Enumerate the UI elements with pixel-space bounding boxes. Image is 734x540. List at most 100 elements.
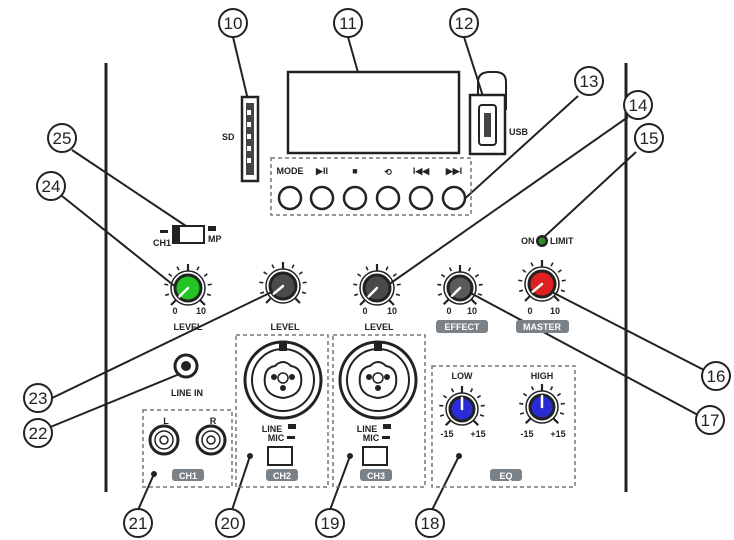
svg-text:25: 25 (53, 129, 72, 148)
knob-tick (388, 299, 395, 306)
ch3-mic-label: MIC (363, 433, 380, 443)
previous-button[interactable] (408, 185, 434, 211)
callout-12: 12 (449, 8, 479, 38)
ch3-line-mic-switch[interactable] (362, 446, 388, 466)
knob-tick (168, 273, 173, 277)
knob-tick (439, 414, 445, 417)
repeat-button[interactable] (375, 185, 401, 211)
knob-tick (203, 273, 208, 277)
svg-text:14: 14 (629, 96, 648, 115)
knob-tick (518, 279, 523, 282)
player-controls: MODE ▶II ■ ⟲ I◀◀ ▶▶I (277, 166, 467, 211)
svg-text:23: 23 (29, 389, 48, 408)
knob-tick (442, 298, 450, 306)
rca-left-jack[interactable] (148, 424, 180, 456)
ch3-level-label: LEVEL (364, 322, 394, 332)
ch1-input-frame (142, 409, 233, 488)
knob-tick (357, 273, 362, 277)
knob-tick (353, 293, 359, 297)
knob-ch3-level[interactable] (353, 264, 401, 306)
knob-skirt (525, 390, 559, 424)
knob-pointer (178, 286, 190, 298)
knob-tick (437, 293, 443, 296)
ch2-level-label: LEVEL (270, 322, 300, 332)
knob-tick (265, 297, 272, 304)
ch2-combo-jack[interactable] (243, 340, 323, 420)
knob-tick (552, 417, 560, 425)
svg-text:13: 13 (580, 72, 599, 91)
combo-trs-hole (277, 372, 289, 384)
display-screen (286, 70, 461, 155)
knob-tick (524, 417, 532, 425)
knob-tick (439, 404, 444, 407)
knob-ch2-level[interactable] (259, 262, 307, 304)
svg-text:15: 15 (640, 129, 659, 148)
knob-eq-high[interactable] (519, 384, 565, 425)
mode-label: MODE (277, 166, 304, 176)
knob-tick (557, 269, 562, 273)
eq-low-min: -15 (440, 429, 453, 439)
knob-tick (291, 264, 295, 269)
ch3-combo-jack[interactable] (338, 340, 418, 420)
effect-max: 10 (467, 306, 477, 316)
knob-pointer (272, 284, 285, 295)
knob-eq-low[interactable] (439, 386, 485, 427)
knob-tick (395, 293, 401, 297)
rca-right-jack[interactable] (195, 424, 227, 456)
line-in-jack[interactable] (173, 353, 199, 379)
knob-tick (164, 293, 170, 297)
callout-13: 13 (574, 66, 604, 96)
knob-master[interactable] (518, 260, 566, 302)
sd-card-slot[interactable] (240, 95, 260, 183)
usb-port[interactable] (468, 71, 507, 156)
knob-tick (522, 392, 528, 397)
next-label: ▶▶I (445, 166, 462, 176)
knob-tick (353, 283, 358, 286)
knob-tick (469, 388, 474, 393)
knob-ch1-level[interactable] (164, 264, 212, 306)
ch2-line-label: LINE (262, 424, 283, 434)
next-button[interactable] (441, 185, 467, 211)
knob-pointer (450, 286, 462, 298)
ch1-mp-switch[interactable] (172, 225, 205, 244)
knob-tick (477, 293, 483, 296)
knob-tick (560, 289, 566, 293)
ch1-level-label: LEVEL (173, 322, 203, 332)
ch3-input-frame (332, 334, 426, 488)
stop-button[interactable] (342, 185, 368, 211)
combo-latch (279, 342, 287, 351)
ch3-level-min: 0 (362, 306, 367, 316)
rca-right-label: R (210, 416, 217, 426)
knob-tick (164, 283, 169, 286)
knob-tick (480, 404, 485, 407)
knob-tick (196, 266, 200, 271)
knob-tick (530, 386, 535, 391)
knob-tick (437, 283, 442, 286)
knob-tick (550, 262, 554, 267)
knob-tick (530, 262, 534, 267)
play-pause-button[interactable] (309, 185, 335, 211)
combo-pin (375, 385, 381, 391)
effect-pill (436, 320, 488, 333)
callout-16: 16 (701, 361, 731, 391)
ch2-line-mic-switch[interactable] (267, 446, 293, 466)
ch1-level-max: 10 (196, 306, 206, 316)
callout-24: 24 (36, 171, 66, 201)
eq-pill (490, 469, 522, 481)
mp-switch-label: MP (208, 234, 222, 244)
eq-label: EQ (499, 471, 512, 481)
combo-pin (366, 374, 372, 380)
knob-pointer (367, 286, 379, 298)
callout-11: 11 (333, 8, 363, 38)
callout-14: 14 (623, 90, 653, 120)
eq-high-max: +15 (550, 429, 565, 439)
mode-button[interactable] (277, 185, 303, 211)
rca-left-label: L (163, 416, 169, 426)
knob-pointer (531, 282, 544, 293)
sd-label: SD (222, 132, 235, 142)
knob-effect[interactable] (437, 265, 483, 306)
eq-high-min: -15 (520, 429, 533, 439)
knob-tick (479, 414, 485, 417)
callouts: 10 11 12 13 14 15 16 17 18 19 20 21 22 2… (23, 8, 731, 538)
master-min: 0 (527, 306, 532, 316)
